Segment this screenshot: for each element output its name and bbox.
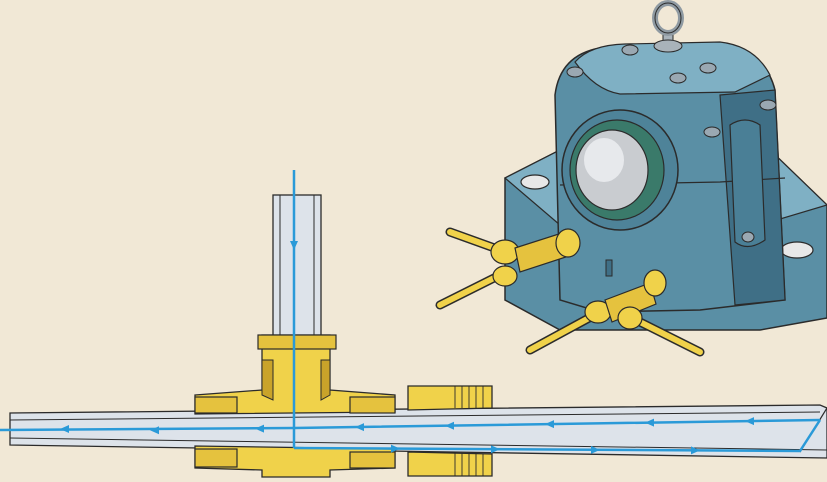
inlet-pipe-assembly [435,227,705,357]
flow-arrow [445,421,454,430]
ferrule-upper-right [320,359,331,401]
ferrule-upper-left [261,359,274,401]
outlet-pipe-right-fill [637,319,703,355]
fitting-nut [490,239,520,265]
eye-bolt-collar [653,39,683,53]
bearing-highlight [584,138,624,182]
flow-arrow [255,424,264,433]
fitting-nut-end [555,228,581,258]
return-tube-wall-bottom [9,437,827,451]
threaded-connector-upper [407,385,493,411]
cap-bolt [566,66,584,78]
housing-side-slot [729,119,766,248]
flow-line-lower [293,419,822,453]
front-slot [605,259,613,277]
flow-arrow [691,446,700,455]
fitting-body [604,282,657,323]
inlet-pipe-lower-fill [437,272,503,308]
plummer-block [503,0,827,331]
tee-nut-left-lower [194,448,238,468]
cap-bolt [759,99,777,111]
flow-arrows [60,241,754,455]
housing-cap-top [574,41,771,95]
cap-bolt [669,72,687,84]
tee-cross-section [9,194,827,478]
flow-arrow [591,445,600,454]
fitting-nut [492,265,518,287]
cap-bolt [703,126,721,138]
upper-fitting [490,228,581,287]
foot-bolt-hole-left [520,174,550,190]
flow-arrow [290,241,298,250]
flow-arrow [491,445,500,454]
tee-nut-top [257,334,337,350]
flow-arrow [391,444,400,453]
threaded-connector-lower [407,451,493,477]
tee-nut-right [349,396,396,414]
return-tube-wall-top [9,411,821,421]
flow-arrow [645,418,654,427]
flow-lines [0,170,822,453]
flow-arrow [150,426,159,435]
front-plug [741,231,755,243]
cap-bolt [621,44,639,56]
foot-bolt-hole-right [780,241,814,259]
fitting-nut [617,306,643,330]
thread-lines [454,386,484,476]
cap-bolts [566,44,777,138]
flow-arrow [60,425,69,433]
fitting-nut-end [643,269,667,297]
tee-nut-right-lower [349,451,396,469]
lower-fitting [584,269,667,330]
flow-line-upper [0,418,821,432]
cap-bolt [699,62,717,74]
flow-arrow [745,417,754,426]
eye-bolt-ring-outline [654,2,682,34]
eye-bolt [652,0,684,53]
flow-arrow [545,420,554,429]
flow-arrow [355,423,364,432]
tee-nut-left [194,396,238,414]
